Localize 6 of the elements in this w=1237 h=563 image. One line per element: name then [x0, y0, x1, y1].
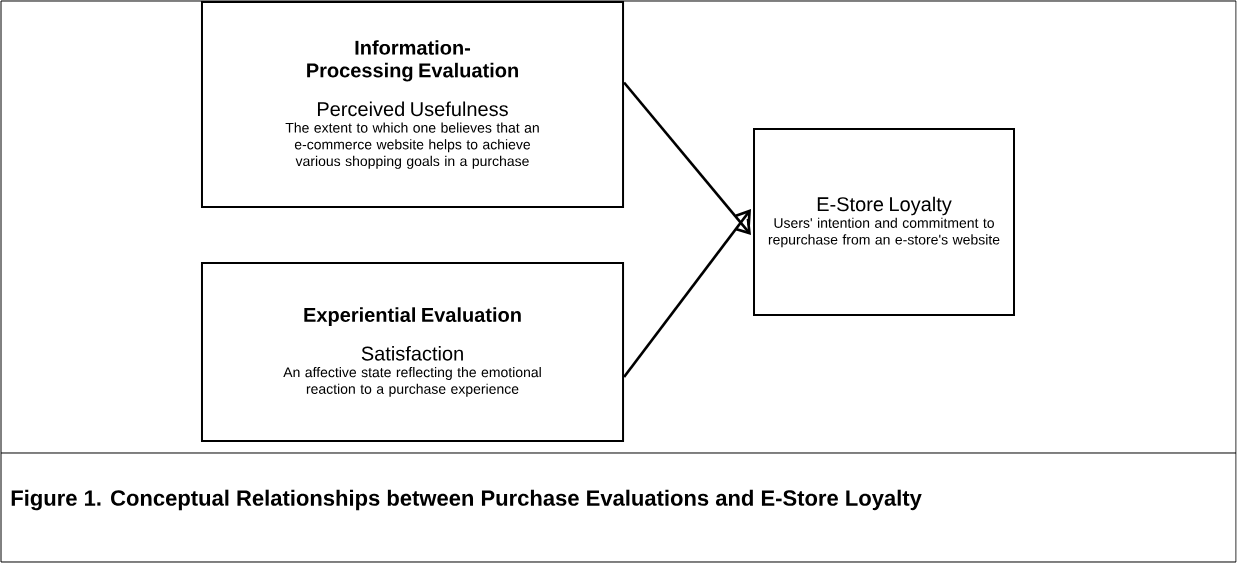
arrow [622, 209, 751, 378]
concept-box: Experiential Evaluation Satisfaction An affective state reflecting the emotional reaction to a purchase experience [201, 262, 625, 442]
arrow [623, 81, 751, 235]
concept-box: E-Store Loyalty Users' intention and commitment to repurchase from an e-store's website [753, 128, 1015, 316]
concept-box: Information-Processing Evaluation Perceived Usefulness The extent to which one believes that an e-commerce website helps to achieve various shopping goals in a purchase [201, 0, 625, 209]
caption: Figure 1. Conceptual Relationships between Purchase Evaluations and E-Store Loyalty [11, 489, 922, 511]
